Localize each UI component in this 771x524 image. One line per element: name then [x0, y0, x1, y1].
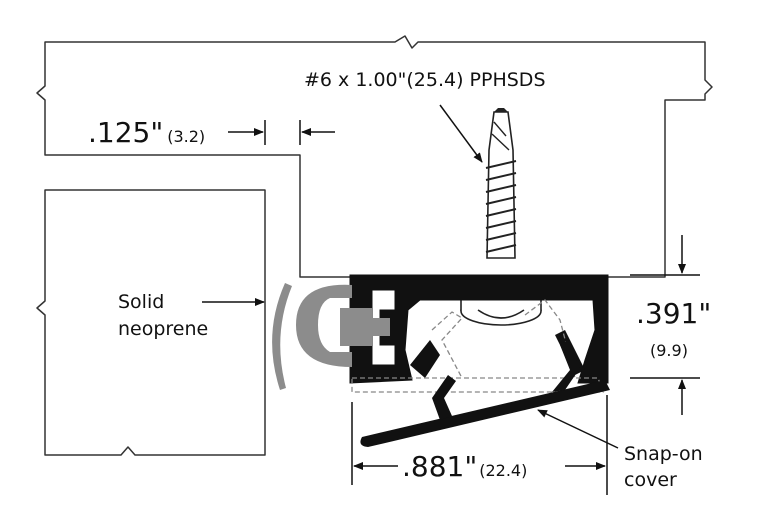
seal-label-line2: neoprene — [118, 318, 208, 340]
height-dim-mm: (9.9) — [650, 341, 688, 360]
head-substrate — [36, 35, 713, 278]
height-dimension — [630, 235, 700, 415]
width-dimension — [351, 395, 608, 495]
cover-label-line2: cover — [624, 469, 677, 491]
cover-label-line1: Snap-on — [624, 443, 703, 465]
width-dim-label: .881"(22.4) — [402, 450, 527, 483]
panel-substrate — [36, 189, 266, 456]
height-dim-inch: .391" — [636, 297, 711, 330]
cover-leader — [537, 409, 619, 449]
gap-dim-label: .125"(3.2) — [88, 116, 205, 149]
screw-label: #6 x 1.00"(25.4) PPHSDS — [304, 69, 546, 91]
screw-leader — [439, 104, 483, 163]
seal-label-line1: Solid — [118, 291, 164, 313]
cover-phantom — [351, 299, 604, 393]
gap-dimension — [228, 120, 335, 145]
neoprene-seal — [272, 283, 390, 390]
snap-on-cover — [360, 380, 610, 447]
retainer-profile — [349, 274, 609, 384]
